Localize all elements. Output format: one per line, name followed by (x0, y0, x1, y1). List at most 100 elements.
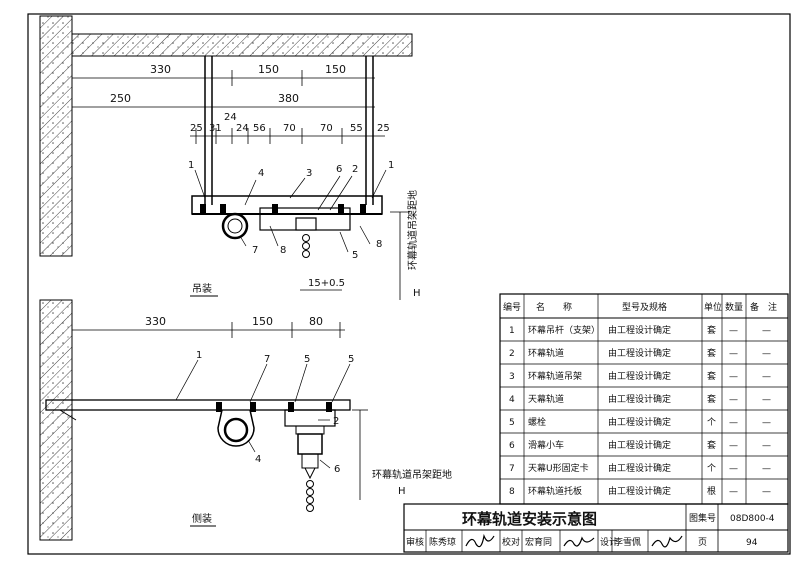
dim-150-a: 150 (258, 63, 279, 76)
dim-250: 250 (110, 92, 131, 105)
drawing-title: 环幕轨道安装示意图 (462, 510, 597, 528)
svg-text:—: — (729, 464, 738, 474)
title-block-grid (403, 503, 789, 553)
dim-25-left: 25 (190, 123, 203, 134)
height-label-top: 环幕轨道吊架距地 (406, 190, 419, 270)
checker-signature (563, 536, 595, 547)
svg-text:套: 套 (707, 324, 716, 336)
side-callout-4: 4 (255, 454, 261, 465)
dim-150-b: 150 (325, 63, 346, 76)
sheet-border (27, 13, 791, 555)
svg-text:—: — (729, 418, 738, 428)
side-callout-2: 2 (333, 416, 339, 427)
side-callout-7: 7 (264, 354, 270, 365)
svg-text:5: 5 (509, 418, 515, 428)
svg-text:—: — (729, 349, 738, 359)
side-trolley-chain (304, 467, 316, 512)
dim-31: 31 (209, 123, 222, 134)
svg-text:由工程设计确定: 由工程设计确定 (608, 393, 671, 405)
svg-text:滑幕小车: 滑幕小车 (528, 439, 564, 451)
top-view-caption: 吊装 (192, 282, 212, 295)
th-remark: 备 注 (750, 301, 777, 313)
th-qty: 数量 (725, 301, 743, 313)
hanger-bracket (191, 195, 383, 240)
svg-text:个: 个 (707, 417, 716, 428)
svg-text:3: 3 (509, 372, 515, 382)
designer-signature (651, 535, 683, 548)
callout-8-left: 8 (280, 245, 286, 256)
svg-text:—: — (729, 395, 738, 405)
svg-text:—: — (729, 487, 738, 497)
svg-text:8: 8 (509, 487, 515, 497)
svg-text:6: 6 (509, 441, 515, 451)
side-dim-150: 150 (252, 315, 273, 328)
svg-text:套: 套 (707, 370, 716, 382)
height-marker-top (390, 211, 410, 300)
designer: 李雪佩 (614, 536, 641, 548)
height-sym-side: H (398, 486, 406, 497)
height-sym-top: H (413, 288, 421, 299)
svg-text:4: 4 (509, 395, 515, 405)
svg-text:由工程设计确定: 由工程设计确定 (608, 439, 671, 451)
callout-1-right: 1 (388, 160, 394, 171)
svg-text:套: 套 (707, 393, 716, 405)
trolley-chain (302, 234, 310, 258)
dim-25-right: 25 (377, 123, 390, 134)
bolts (200, 204, 366, 214)
svg-text:—: — (729, 326, 738, 336)
checker: 宏育同 (525, 536, 552, 548)
svg-text:螺栓: 螺栓 (528, 416, 546, 428)
callout-4: 4 (258, 168, 264, 179)
dim-70-b: 70 (320, 123, 333, 134)
gap-dim: 15+0.5 (308, 278, 345, 289)
dimension-lines (72, 70, 385, 144)
svg-text:—: — (762, 349, 771, 359)
height-label-side: 环幕轨道吊架距地 (372, 468, 452, 481)
svg-text:由工程设计确定: 由工程设计确定 (608, 324, 671, 336)
hanger-rod-left (204, 56, 213, 205)
callout-7: 7 (252, 245, 258, 256)
svg-text:—: — (762, 441, 771, 451)
wall-top (39, 15, 73, 257)
callout-8-right: 8 (376, 239, 382, 250)
ceiling-slab (71, 33, 413, 57)
check-label: 校对 (502, 536, 520, 548)
design-label: 设计 (600, 536, 618, 548)
svg-text:—: — (762, 418, 771, 428)
svg-text:—: — (762, 464, 771, 474)
table-row: 6 滑幕小车 由工程设计确定 套 — — (509, 439, 771, 451)
svg-text:天幕轨道: 天幕轨道 (528, 393, 564, 405)
svg-text:由工程设计确定: 由工程设计确定 (608, 485, 671, 497)
th-no: 编号 (503, 301, 521, 313)
dim-24: 24 (236, 123, 249, 134)
svg-text:—: — (729, 372, 738, 382)
review-label: 审核 (406, 536, 424, 548)
svg-text:—: — (762, 395, 771, 405)
height-marker-side (352, 409, 368, 500)
side-dim-330: 330 (145, 315, 166, 328)
dim-70-a: 70 (283, 123, 296, 134)
th-spec: 型号及规格 (622, 301, 667, 313)
side-bolts (216, 402, 332, 412)
callout-5: 5 (352, 250, 358, 261)
svg-text:—: — (762, 372, 771, 382)
table-row: 8 环幕轨道托板 由工程设计确定 根 — — (509, 485, 771, 497)
svg-text:天幕U形固定卡: 天幕U形固定卡 (528, 462, 589, 474)
callout-1-left: 1 (188, 160, 194, 171)
side-view-caption: 侧装 (192, 512, 212, 525)
svg-text:2: 2 (509, 349, 515, 359)
svg-text:—: — (762, 326, 771, 336)
dim-24-upper: 24 (224, 112, 237, 123)
svg-text:个: 个 (707, 463, 716, 474)
side-dim-80: 80 (309, 315, 323, 328)
reviewer-signature (465, 533, 495, 548)
svg-text:—: — (729, 441, 738, 451)
svg-text:环幕吊杆（支架）: 环幕吊杆（支架） (528, 324, 600, 336)
page-label: 页 (698, 537, 707, 548)
dim-330: 330 (150, 63, 171, 76)
wall-bottom (39, 299, 73, 541)
callout-3: 3 (306, 168, 312, 179)
svg-text:套: 套 (707, 439, 716, 451)
